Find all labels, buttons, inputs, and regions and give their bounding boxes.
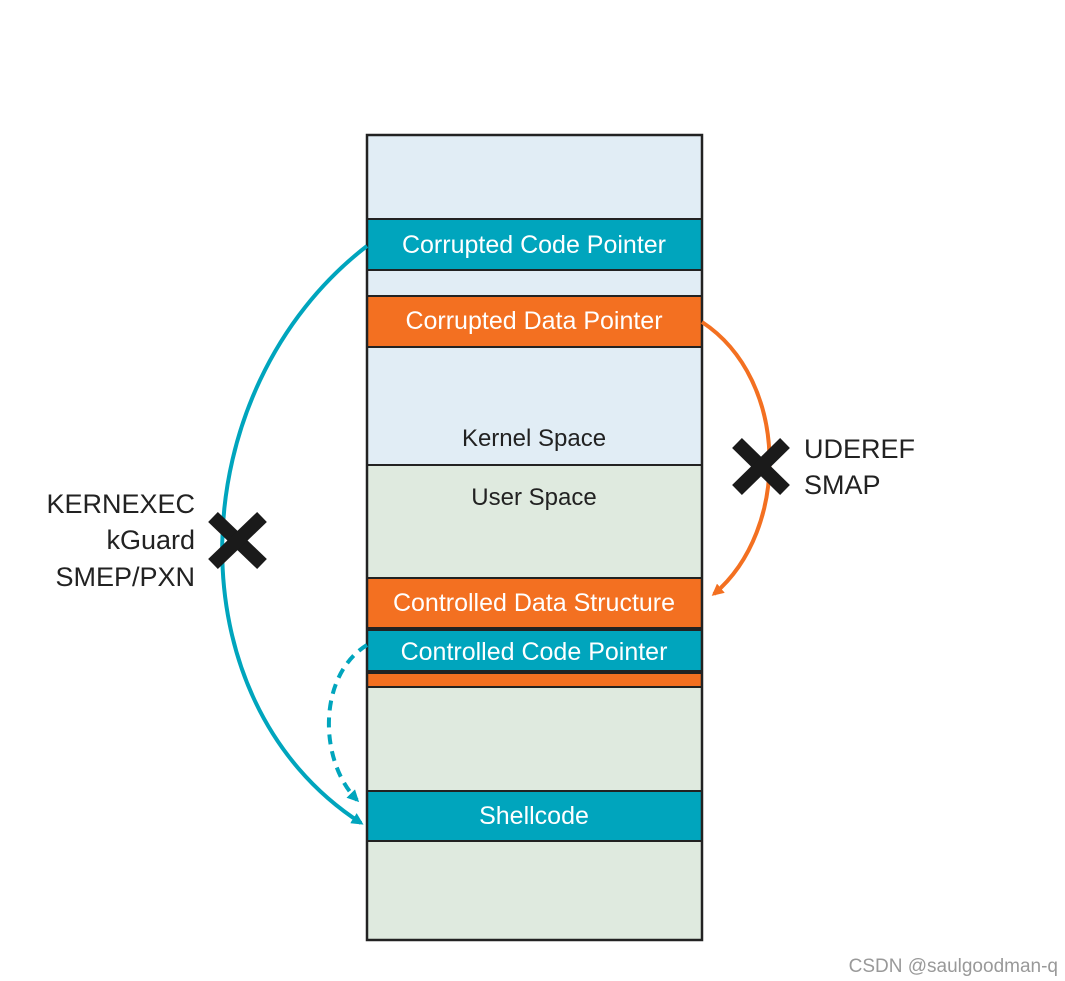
user-space-label: User Space	[471, 484, 596, 511]
controlled-data-structure-box	[366, 577, 703, 629]
shellcode-label: Shellcode	[479, 802, 589, 830]
user-space-region	[367, 465, 702, 940]
corrupted-data-pointer-label: Corrupted Data Pointer	[405, 307, 662, 335]
controlled-code-pointer-label: Controlled Code Pointer	[401, 638, 668, 666]
memory-column-outline	[365, 133, 704, 942]
right-block-cross-icon	[732, 437, 790, 496]
code-pointer-to-shellcode-arrow	[220, 244, 369, 825]
controlled-data-structure-label: Controlled Data Structure	[393, 589, 675, 617]
kernel-space-label: Kernel Space	[462, 425, 606, 452]
right-defense-smap: SMAP	[804, 470, 881, 500]
left-defense-kernexec: KERNEXEC	[46, 489, 195, 519]
corrupted-code-pointer-box	[366, 218, 703, 271]
watermark: CSDN @saulgoodman-q	[849, 956, 1058, 977]
corrupted-data-pointer-box	[366, 295, 703, 348]
controlled-data-tail-strip	[366, 672, 703, 688]
controlled-pointer-to-shellcode-arrow	[326, 643, 369, 803]
corrupted-code-pointer-label: Corrupted Code Pointer	[402, 231, 666, 259]
left-defense-smep-pxn: SMEP/PXN	[55, 562, 195, 592]
left-block-cross-icon	[208, 511, 267, 570]
right-defense-uderef: UDEREF	[804, 434, 915, 464]
left-defense-kguard: kGuard	[106, 525, 195, 555]
